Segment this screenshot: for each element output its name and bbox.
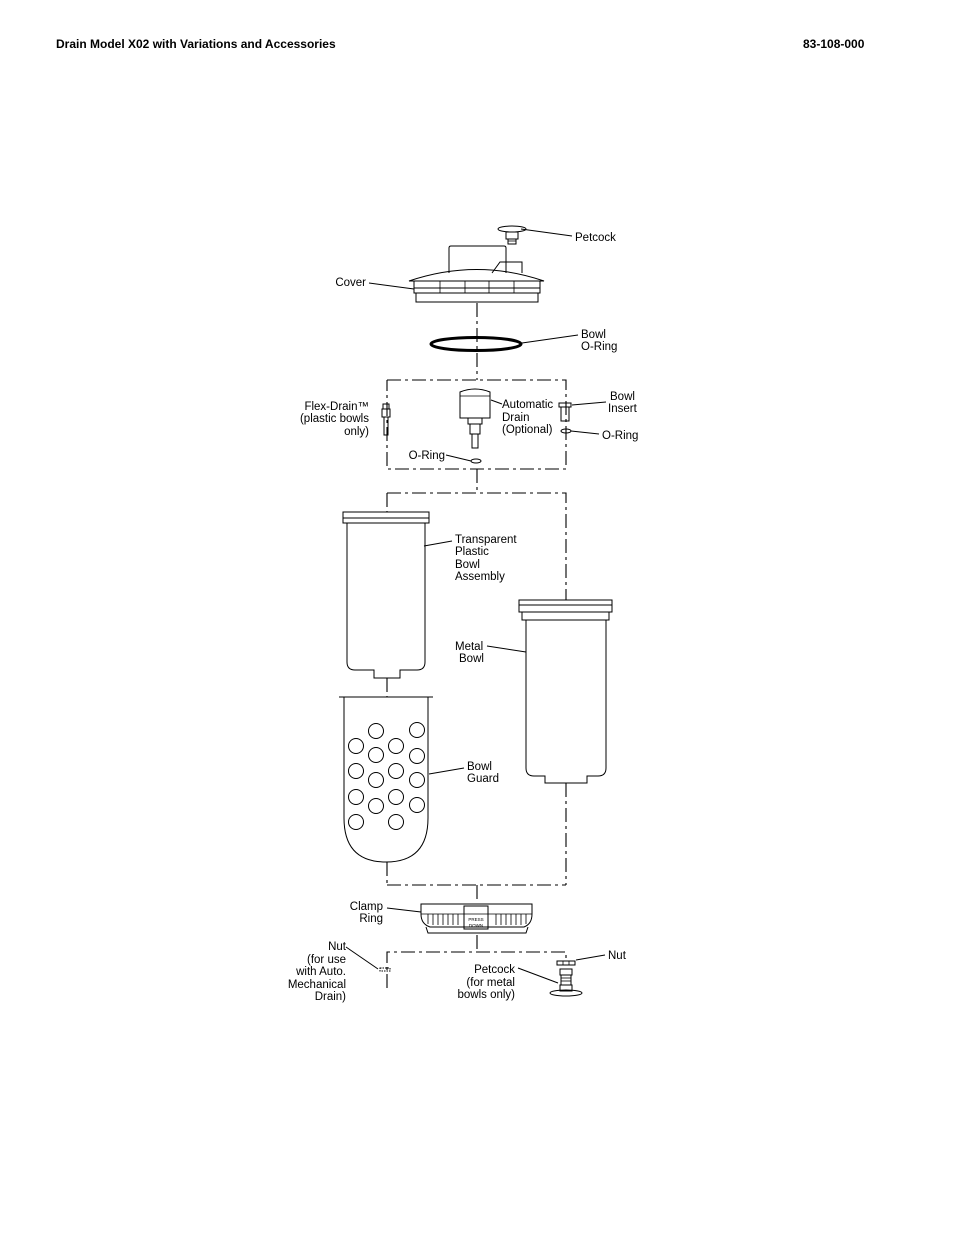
label-nut-left-line4: Mechanical: [288, 979, 346, 991]
nut-left-part: [379, 967, 391, 972]
petcock-bottom-part: [549, 968, 583, 997]
header-title: Drain Model X02 with Variations and Acce…: [56, 37, 336, 51]
metal-bowl-part: [518, 599, 613, 784]
nut-right-part: [556, 960, 576, 966]
label-oring-right: O-Ring: [602, 430, 638, 442]
label-petcock-bottom-line1: Petcock: [474, 964, 515, 976]
label-transparent-bowl-line2: Plastic: [455, 546, 489, 558]
label-oring-left: O-Ring: [409, 450, 445, 462]
label-nut-left-line2: (for use: [307, 954, 346, 966]
automatic-drain-part: [459, 388, 491, 464]
label-petcock-bottom-line2: (for metal: [466, 977, 515, 989]
label-bowl-insert-line2: Insert: [608, 403, 638, 415]
label-flex-drain-line2: (plastic bowls: [300, 413, 369, 425]
bowl-oring-part: [429, 336, 523, 352]
label-clamp-ring-line1: Clamp: [350, 901, 383, 913]
label-automatic-drain-line1: Automatic: [502, 399, 553, 411]
flex-drain-part: [381, 403, 391, 436]
leader-lines: [345, 228, 607, 984]
cover-part: [408, 245, 545, 303]
label-petcock-top: Petcock: [575, 232, 616, 244]
clamp-ring-part: PRESS DOWN: [420, 903, 533, 934]
label-clamp-ring-line2: Ring: [359, 913, 383, 925]
petcock-top-part: [497, 225, 527, 245]
label-flex-drain-line1: Flex-Drain™: [304, 401, 369, 413]
label-transparent-bowl-line4: Assembly: [455, 571, 505, 583]
label-bowl-oring-line2: O-Ring: [581, 341, 617, 353]
transparent-bowl-part: [342, 511, 430, 679]
label-transparent-bowl-line3: Bowl: [455, 559, 480, 571]
clamp-press-text: PRESS: [468, 917, 483, 922]
document-number: 83-108-000: [803, 37, 865, 51]
guide-lines: [386, 303, 567, 988]
label-metal-bowl-line2: Bowl: [459, 653, 484, 665]
label-bowl-oring-line1: Bowl: [581, 329, 606, 341]
bowl-insert-part: [558, 402, 572, 434]
label-petcock-bottom-line3: bowls only): [457, 989, 515, 1001]
label-automatic-drain-line3: (Optional): [502, 424, 553, 436]
label-flex-drain-line3: only): [344, 426, 369, 438]
label-nut-left-line1: Nut: [328, 941, 347, 953]
label-nut-right: Nut: [608, 950, 627, 962]
label-nut-left-line3: with Auto.: [295, 966, 346, 978]
label-bowl-guard-line1: Bowl: [467, 761, 492, 773]
label-automatic-drain-line2: Drain: [502, 412, 529, 424]
label-nut-left-line5: Drain): [315, 991, 346, 1003]
bowl-guard-part: [339, 696, 433, 863]
clamp-down-text: DOWN: [469, 923, 483, 928]
label-bowl-insert-line1: Bowl: [610, 391, 635, 403]
label-transparent-bowl-line1: Transparent: [455, 534, 517, 546]
label-metal-bowl-line1: Metal: [455, 641, 483, 653]
label-bowl-guard-line2: Guard: [467, 773, 499, 785]
label-cover: Cover: [335, 277, 366, 289]
